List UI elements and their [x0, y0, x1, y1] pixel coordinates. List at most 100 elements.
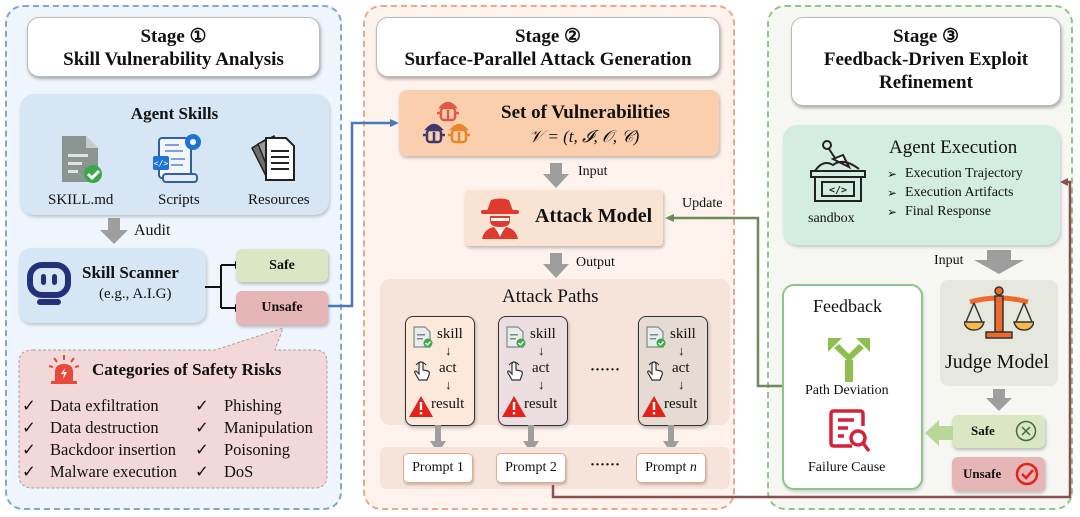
scales-icon [964, 286, 1034, 339]
execution-item: Execution Artifacts [905, 185, 1014, 200]
risk-check-icon: ✓ [22, 462, 36, 481]
vulnerabilities-title: Set of Vulnerabilities [501, 102, 670, 123]
attack-paths-ellipsis: ······ [590, 362, 621, 378]
path-step-result: result [524, 396, 558, 412]
stage-1-safe-badge: Safe [236, 249, 328, 282]
down-arrow-icon: ↓ [445, 343, 452, 358]
judge-input-arrow-icon [974, 250, 1024, 274]
warning-triangle-icon [502, 396, 526, 417]
stage-3-number: Stage ③ [892, 26, 960, 47]
skill-file-icon [646, 326, 666, 348]
risk-item: Manipulation [224, 418, 313, 437]
prompt-n-label: Prompt n [645, 460, 697, 475]
agent-execution-title: Agent Execution [889, 137, 1018, 158]
audit-label: Audit [134, 222, 171, 239]
path-split-icon [828, 338, 870, 382]
path-step-act: act [532, 360, 550, 376]
update-label: Update [682, 196, 723, 211]
hand-tap-icon [507, 361, 523, 381]
audit-arrow-icon [100, 218, 128, 244]
risk-check-icon: ✓ [22, 396, 36, 415]
feedback-panel: Feedback Path Deviation Failure Cause [782, 284, 923, 490]
prompt-n-index: n [689, 460, 697, 475]
vulnerabilities-box: Set of Vulnerabilities 𝒱 = (t, 𝓘, 𝒪, 𝒞) [399, 90, 719, 156]
warning-triangle-icon [409, 396, 433, 417]
failure-cause-label: Failure Cause [808, 460, 886, 475]
stage-2-number: Stage ② [514, 26, 582, 47]
path-step-act: act [439, 360, 457, 376]
risk-check-icon: ✓ [22, 440, 36, 459]
agent-execution-panel: </> sandbox Agent Execution ➢ Execution … [783, 125, 1060, 245]
path-step-skill: skill [670, 326, 696, 342]
svg-text:</>: </> [154, 159, 169, 168]
sandbox-icon: </> [810, 140, 866, 202]
documents-stack-icon [251, 134, 295, 181]
risks-callout-bubble [18, 327, 328, 489]
risk-check-icon: ✓ [195, 396, 209, 415]
risk-check-icon: ✓ [195, 462, 209, 481]
alarm-siren-icon [48, 355, 80, 384]
stage-1-heading: Skill Vulnerability Analysis [63, 49, 284, 70]
risk-item: DoS [224, 462, 254, 481]
svg-text:</>: </> [829, 185, 847, 196]
down-arrow-icon: ↓ [678, 343, 685, 358]
stage-3-heading-line-1: Feedback-Driven Exploit [823, 49, 1029, 70]
vulnerabilities-formula: 𝒱 = (t, 𝓘, 𝒪, 𝒞) [529, 127, 640, 146]
resources-label: Resources [248, 192, 310, 208]
skill-file-icon [413, 326, 433, 348]
stage-3-safe-label: Safe [971, 423, 995, 438]
risk-check-icon: ✓ [195, 440, 209, 459]
path-step-skill: skill [437, 326, 463, 342]
skill-file-icon [506, 326, 526, 348]
prompt-2-box[interactable]: Prompt 2 [496, 453, 566, 483]
script-gear-icon: </> [153, 134, 201, 183]
prompt-n-box[interactable]: Prompt n [636, 453, 706, 483]
agent-skills-panel: Agent Skills </> SKILL.md Scripts Resour… [20, 94, 329, 215]
judge-output-arrow-icon [986, 389, 1012, 411]
risk-item: Malware execution [50, 462, 177, 481]
attack-model-title: Attack Model [535, 205, 653, 227]
bugs-icon [423, 101, 470, 144]
stage-1-title: Stage ① Skill Vulnerability Analysis [27, 17, 320, 77]
down-arrow-icon: ↓ [678, 377, 685, 392]
path-step-result: result [431, 396, 465, 412]
stage-3-input-label: Input [934, 253, 964, 268]
risk-item: Data destruction [50, 418, 159, 437]
execution-bullet-icon: ➢ [887, 205, 898, 219]
path-step-act: act [672, 360, 690, 376]
stage-2-input-label: Input [578, 164, 608, 179]
prompt-1-box[interactable]: Prompt 1 [403, 453, 473, 483]
down-arrow-icon: ↓ [445, 377, 452, 392]
judge-model-title: Judge Model [945, 351, 1049, 373]
risks-title: Categories of Safety Risks [92, 360, 282, 379]
warning-triangle-icon [642, 396, 666, 417]
path-deviation-label: Path Deviation [805, 383, 889, 398]
agent-skills-title: Agent Skills [130, 104, 219, 123]
risk-item: Backdoor insertion [50, 440, 177, 459]
safe-to-feedback-arrow-icon [925, 420, 953, 446]
markdown-file-check-icon [62, 136, 102, 183]
attack-paths-title: Attack Paths [502, 286, 599, 307]
spy-hacker-icon [481, 198, 519, 239]
stage-3-unsafe-label: Unsafe [963, 466, 1002, 481]
failure-search-icon [829, 409, 871, 453]
path-step-result: result [664, 396, 698, 412]
down-arrow-icon: ↓ [538, 377, 545, 392]
skill-md-label: SKILL.md [48, 192, 114, 208]
stage-3-heading-line-2: Refinement [879, 72, 973, 93]
scripts-label: Scripts [158, 192, 200, 208]
execution-item: Final Response [905, 204, 991, 219]
prompts-ellipsis: ······ [590, 457, 621, 473]
risk-item: Poisoning [224, 440, 291, 459]
input-arrow-icon [543, 163, 569, 188]
stage-1-number: Stage ① [140, 26, 207, 47]
stage-3-unsafe-badge: Unsafe [952, 457, 1045, 491]
skill-scanner-title: Skill Scanner [82, 263, 179, 282]
down-arrow-icon: ↓ [538, 343, 545, 358]
output-label: Output [576, 255, 615, 270]
robot-icon [27, 262, 71, 305]
execution-bullet-icon: ➢ [887, 186, 898, 200]
judge-model-box: Judge Model [940, 280, 1058, 386]
check-circle-icon [1015, 462, 1039, 486]
path-step-skill: skill [530, 326, 556, 342]
